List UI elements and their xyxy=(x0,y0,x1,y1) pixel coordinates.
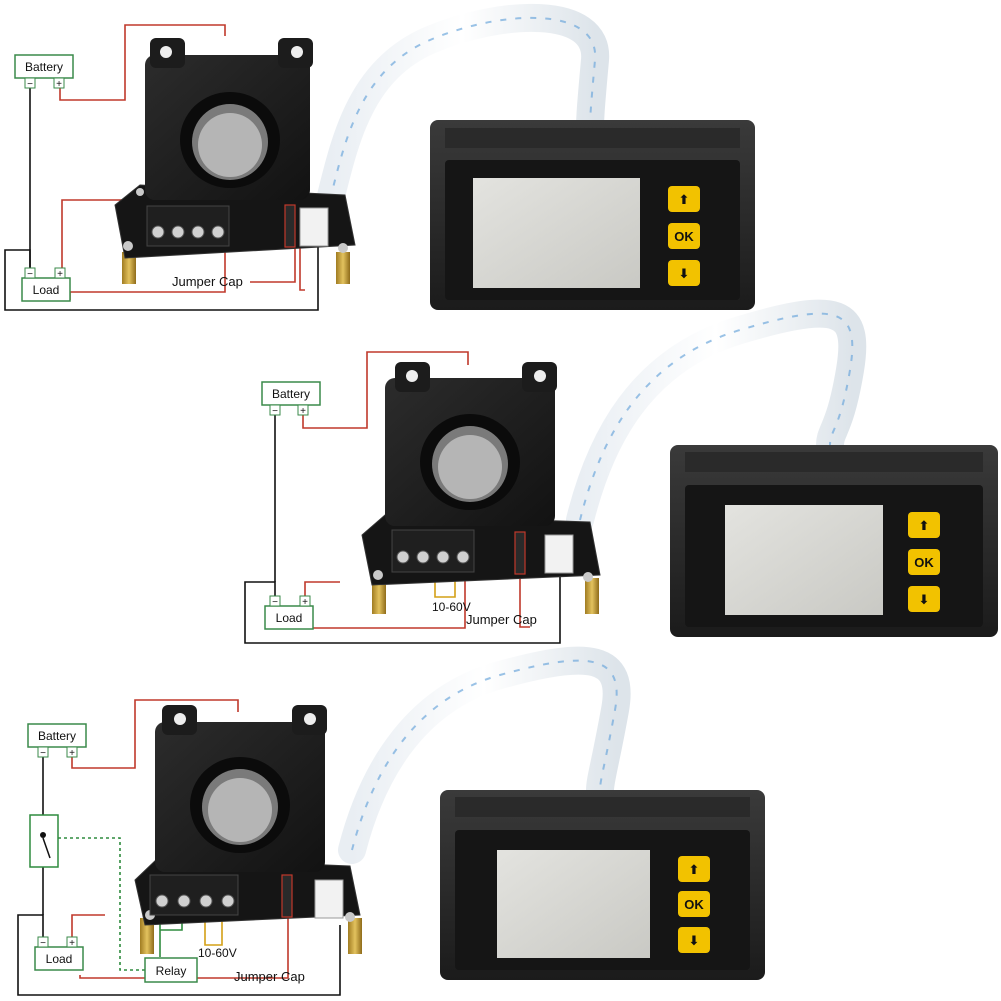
battery-label: Battery xyxy=(25,60,63,74)
terminal-block xyxy=(391,529,475,573)
jumper-header xyxy=(284,204,296,248)
ok-button-label: OK xyxy=(684,897,704,912)
diagram-3: Battery − + Load − + Relay 10-60V xyxy=(17,646,765,996)
battery-minus: − xyxy=(272,406,278,417)
battery-minus: − xyxy=(27,79,33,90)
battery-box xyxy=(27,723,87,748)
load-box xyxy=(21,277,71,302)
load-minus: − xyxy=(272,597,278,608)
down-arrow-icon: ⬇ xyxy=(689,933,700,948)
battery-box xyxy=(261,381,321,406)
display-screen xyxy=(497,850,650,958)
load-plus: + xyxy=(302,597,308,608)
terminal-block xyxy=(146,205,230,247)
diagram-2: Battery − + Load − + 10-60V Jumper Cap xyxy=(244,299,998,644)
down-arrow-icon: ⬇ xyxy=(919,592,930,607)
battery-plus: + xyxy=(56,79,62,90)
jumper-cap-label: Jumper Cap xyxy=(172,274,243,289)
down-button[interactable] xyxy=(908,586,940,612)
ok-button-label: OK xyxy=(914,555,934,570)
relay-label: Relay xyxy=(156,964,187,978)
battery-plus: + xyxy=(69,748,75,759)
load-plus: + xyxy=(69,938,75,949)
ribbon-cable xyxy=(566,299,867,534)
load-label: Load xyxy=(276,611,303,625)
load-box xyxy=(34,946,84,971)
terminal-block xyxy=(149,874,239,916)
jumper-cap-label: Jumper Cap xyxy=(234,969,305,984)
battery-box xyxy=(14,54,74,79)
jumper-header xyxy=(514,531,526,575)
sensor-standoff xyxy=(122,252,136,284)
down-button[interactable] xyxy=(678,927,710,953)
relay-box xyxy=(144,957,198,983)
load-box xyxy=(264,605,314,630)
load-label: Load xyxy=(46,952,73,966)
load-minus: − xyxy=(40,938,46,949)
battery-plus: + xyxy=(300,406,306,417)
diagram-1: Battery − + Load − + xyxy=(4,3,755,311)
down-arrow-icon: ⬇ xyxy=(679,266,690,281)
ok-button[interactable] xyxy=(668,223,700,249)
ok-button[interactable] xyxy=(908,549,940,575)
up-arrow-icon: ⬆ xyxy=(679,192,690,207)
display-screen xyxy=(725,505,883,615)
load-plus: + xyxy=(57,269,63,280)
voltage-label: 10-60V xyxy=(432,600,471,614)
jumper-cap-label: Jumper Cap xyxy=(466,612,537,627)
up-button[interactable] xyxy=(678,856,710,882)
up-button[interactable] xyxy=(668,186,700,212)
up-button[interactable] xyxy=(908,512,940,538)
battery-label: Battery xyxy=(38,729,76,743)
down-button[interactable] xyxy=(668,260,700,286)
battery-minus: − xyxy=(40,748,46,759)
up-arrow-icon: ⬆ xyxy=(689,862,700,877)
load-label: Load xyxy=(33,283,60,297)
up-arrow-icon: ⬆ xyxy=(919,518,930,533)
battery-label: Battery xyxy=(272,387,310,401)
voltage-label: 10-60V xyxy=(198,946,237,960)
ok-button[interactable] xyxy=(678,891,710,917)
jumper-header xyxy=(281,874,293,918)
ok-button-label: OK xyxy=(674,229,694,244)
display-screen xyxy=(473,178,640,288)
load-minus: − xyxy=(27,269,33,280)
